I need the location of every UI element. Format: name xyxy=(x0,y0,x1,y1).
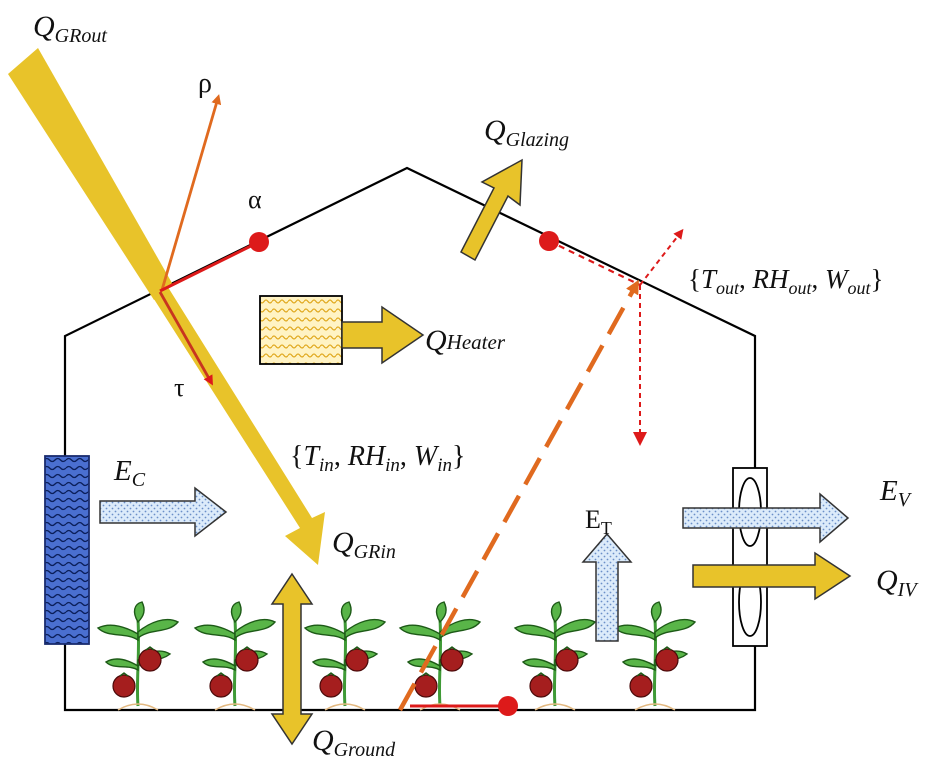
reflection-arrow xyxy=(160,94,222,291)
vent-vapour-arrow xyxy=(682,492,850,544)
label-q-gr-out: QGRout xyxy=(33,10,107,47)
glazing-loss-arrow xyxy=(460,158,523,262)
glazing-dashed-line xyxy=(548,240,641,286)
label-alpha: α xyxy=(248,185,262,214)
cooling-pad-icon xyxy=(44,455,90,645)
ground-exchange-arrow xyxy=(270,572,314,746)
label-e-c: EC xyxy=(113,455,146,491)
heater-arrow xyxy=(341,305,425,365)
label-q-heater: QHeater xyxy=(425,324,506,357)
absorption-line xyxy=(159,240,260,293)
greenhouse-outline xyxy=(63,166,757,712)
label-e-t: ET xyxy=(585,505,612,538)
label-tau: τ xyxy=(174,373,184,402)
label-q-ground: QGround xyxy=(312,724,396,761)
heater-icon xyxy=(259,295,343,365)
label-outside-conditions: {Tout, RHout, Wout} xyxy=(688,264,884,298)
label-e-v: EV xyxy=(879,475,913,511)
longwave-reflected xyxy=(639,228,684,286)
fan-icon xyxy=(732,467,768,647)
evap-cooling-arrow xyxy=(99,486,228,538)
ground-point xyxy=(498,696,518,716)
label-rho: ρ xyxy=(198,68,212,99)
transmission-arrow xyxy=(158,291,213,386)
label-q-gr-in: QGRin xyxy=(332,526,396,563)
label-inside-conditions: {Tin, RHin, Win} xyxy=(290,441,465,476)
transpiration-arrow xyxy=(581,532,633,642)
longwave-ray xyxy=(398,279,639,712)
solar-beam-outside xyxy=(8,48,172,300)
vent-heat-arrow xyxy=(692,551,852,601)
label-q-glazing: QGlazing xyxy=(484,114,569,151)
absorption-point xyxy=(249,232,269,252)
label-q-iv: QIV xyxy=(876,564,919,601)
